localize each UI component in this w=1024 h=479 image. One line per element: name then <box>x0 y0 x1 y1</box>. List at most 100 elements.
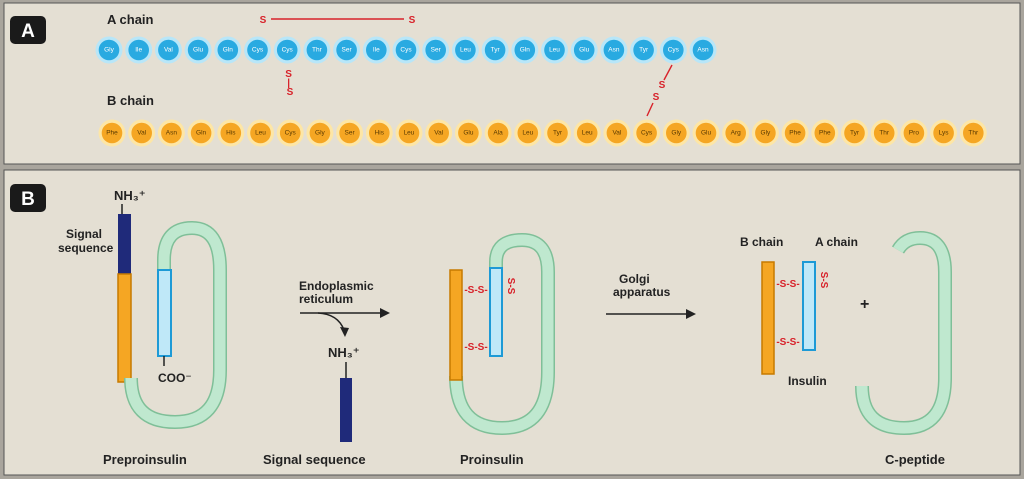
a-chain-residue-label-19: Tyr <box>639 47 649 54</box>
panel-a <box>3 2 1021 165</box>
a-chain-residue-9 <box>336 39 357 61</box>
a-chain-residue-label-2: Ile <box>135 47 142 54</box>
b-chain-residue-15 <box>517 122 539 144</box>
panel-a-badge-box <box>10 16 46 44</box>
proinsulin-ss-vertical: S-S <box>505 278 516 295</box>
er-label-line1: Endoplasmic <box>299 279 374 293</box>
disulfide-a7-b7-s1: S <box>285 69 292 80</box>
a-chain-residue-label-12: Ser <box>431 47 442 54</box>
b-chain-residue-label-25: Phe <box>819 130 831 137</box>
a-chain-residue-label-16: Leu <box>549 47 560 54</box>
b-chain-residue-label-30: Thr <box>968 130 979 137</box>
b-chain-residue-label-6: Leu <box>255 130 266 137</box>
disulfide-a7-b7-s2: S <box>287 87 294 98</box>
b-chain-residue-29 <box>933 122 954 144</box>
a-chain-residue-8 <box>306 39 328 61</box>
b-chain-residue-label-9: Ser <box>345 130 356 137</box>
a-chain-residue-label-11: Cys <box>400 47 412 54</box>
a-chain-residue-16 <box>544 39 565 61</box>
a-chain-label: A chain <box>107 12 154 27</box>
b-chain-residue-21 <box>695 122 717 144</box>
panel-b-badge: B <box>21 189 35 210</box>
b-chain-residue-11 <box>398 122 420 144</box>
a-chain-residue-label-10: Ile <box>373 47 380 54</box>
b-chain-residue-label-28: Pro <box>909 130 920 137</box>
proinsulin-c-peptide-loop <box>450 234 554 434</box>
signal-sequence-label-line1: Signal <box>66 227 102 241</box>
signal-sequence-label-line2: sequence <box>58 241 114 255</box>
b-chain-residue-3 <box>161 122 182 144</box>
a-chain-residue-label-4: Glu <box>193 47 204 54</box>
signal-sequence-segment <box>118 214 131 274</box>
b-chain-residue-label-2: Val <box>137 130 146 137</box>
b-chain-residue-27 <box>873 122 895 144</box>
b-chain-residue-label-5: His <box>226 130 236 137</box>
b-chain-residue-label-17: Leu <box>582 130 593 137</box>
a-chain-residue-label-6: Cys <box>252 47 264 54</box>
b-chain-residue-25 <box>814 122 836 144</box>
b-chain-residue-22 <box>725 122 746 144</box>
b-chain-residue-4 <box>190 122 212 144</box>
a-chain-residue-label-13: Leu <box>460 47 471 54</box>
caption-signal-sequence: Signal sequence <box>263 452 366 467</box>
caption-proinsulin: Proinsulin <box>460 452 524 467</box>
a-chain-residue-11 <box>395 39 417 61</box>
a-chain-residue-4 <box>187 39 209 61</box>
disulfide-a20-b19-s2: S <box>653 92 660 103</box>
b-chain-residue-label-8: Gly <box>315 130 326 137</box>
a-chain-residue-6 <box>247 39 268 61</box>
b-chain-residue-23 <box>755 122 776 144</box>
a-chain-residue-label-5: Gln <box>223 47 234 54</box>
b-chain-label: B chain <box>107 93 154 108</box>
b-chain-residue-28 <box>903 122 925 144</box>
a-chain-residue-2 <box>128 39 149 61</box>
b-chain-residue-label-13: Glu <box>463 130 474 137</box>
b-chain-residue-9 <box>339 122 360 144</box>
disulfide-a7-b7-dash: | <box>287 78 290 89</box>
b-chain-residue-19 <box>636 122 657 144</box>
b-chain-residue-label-16: Tyr <box>553 130 563 137</box>
a-chain-residue-19 <box>633 39 654 61</box>
b-chain-residue-24 <box>784 122 806 144</box>
b-chain-residue-10 <box>369 122 390 144</box>
b-chain-residue-18 <box>606 122 628 144</box>
b-chain-residue-13 <box>458 122 479 144</box>
disulfide-a20-b19-line-bottom <box>646 102 654 117</box>
er-label-line2: reticulum <box>299 292 353 306</box>
a-chain-residue-label-17: Glu <box>579 47 590 54</box>
b-chain-residue-16 <box>547 122 568 144</box>
b-chain-residue-14 <box>487 122 509 144</box>
golgi-label-line2: apparatus <box>613 285 671 299</box>
preproinsulin-c-peptide-loop-inner <box>125 222 226 428</box>
nh3-label: NH₃⁺ <box>114 188 146 203</box>
a-chain-residue-label-9: Ser <box>342 47 353 54</box>
b-chain-residue-7 <box>279 122 301 144</box>
b-chain-residue-label-27: Thr <box>879 130 890 137</box>
insulin-ss-vertical: S-S <box>818 272 829 289</box>
disulfide-s-right: S <box>409 15 416 26</box>
golgi-label-line1: Golgi <box>619 272 650 286</box>
a-chain-residue-label-3: Val <box>164 47 173 54</box>
caption-preproinsulin: Preproinsulin <box>103 452 187 467</box>
b-chain-residue-label-10: His <box>375 130 385 137</box>
proinsulin-ss-bottom: -S-S- <box>464 342 487 353</box>
b-chain-residue-label-1: Phe <box>106 130 118 137</box>
a-chain-residue-20 <box>663 39 684 61</box>
preproinsulin-b-chain <box>117 273 132 383</box>
a-chain-residue-label-18: Asn <box>608 47 620 54</box>
proinsulin-b-chain <box>449 269 463 381</box>
b-chain-residue-label-12: Val <box>434 130 443 137</box>
panel-a-badge: A <box>21 21 35 42</box>
a-chain-residue-13 <box>455 39 476 61</box>
b-chain-residue-label-4: Gln <box>196 130 207 137</box>
b-chain-residue-8 <box>309 122 331 144</box>
b-chain-residue-label-3: Asn <box>166 130 178 137</box>
golgi-arrow-head <box>686 309 696 319</box>
disulfide-a20-b19-s1: S <box>659 80 666 91</box>
a-chain-residue-7 <box>276 39 298 61</box>
a-chain-residue-label-21: Asn <box>697 47 709 54</box>
b-chain-residue-1 <box>101 122 123 144</box>
plus-sign: + <box>860 296 869 313</box>
